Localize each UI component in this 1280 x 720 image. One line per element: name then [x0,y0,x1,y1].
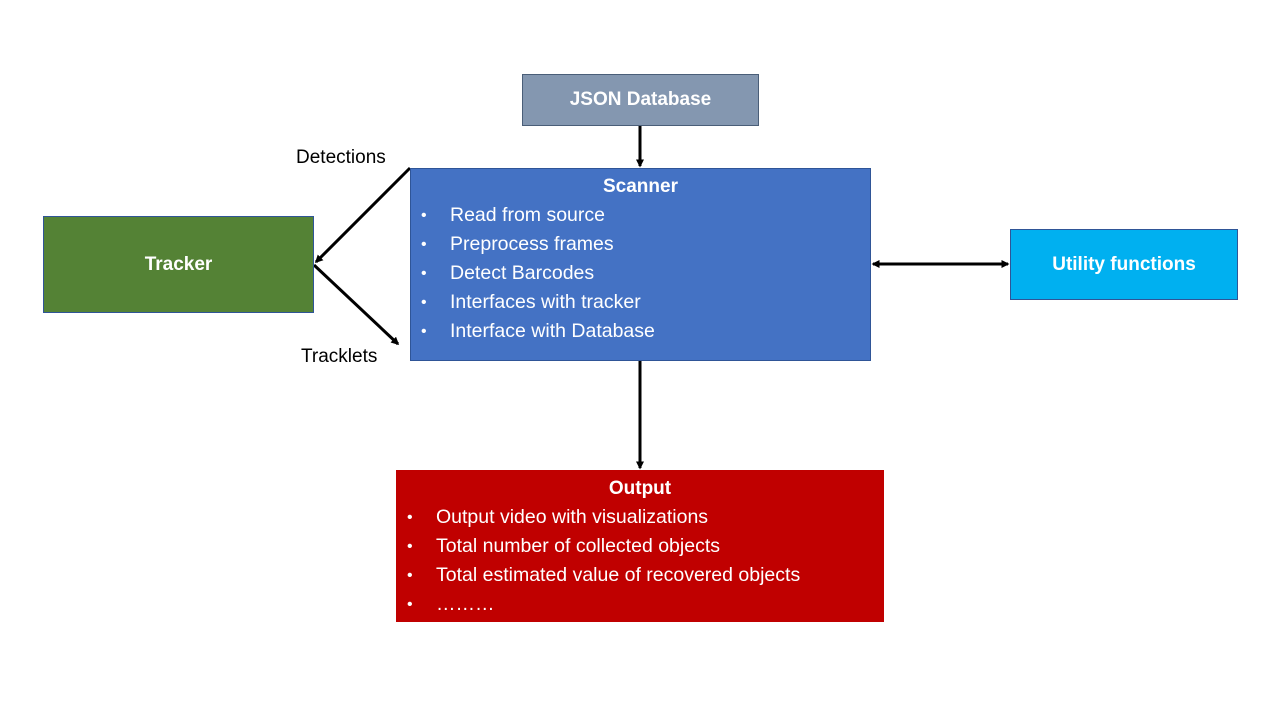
utility-functions-label: Utility functions [1052,253,1196,275]
list-item: •Preprocess frames [421,230,870,259]
bullet-icon: • [421,294,427,311]
list-item: •Total number of collected objects [407,532,883,561]
arrow-detections [314,166,412,264]
list-item: •Read from source [421,201,870,230]
tracklets-edge-label: Tracklets [301,346,378,367]
output-list: •Output video with visualizations •Total… [407,503,883,619]
bullet-icon: • [421,207,427,224]
scanner-title: Scanner [603,176,678,197]
output-title: Output [608,478,672,499]
list-item: •……… [407,590,883,619]
json-database-node: JSON Database [522,74,759,126]
bullet-icon: • [407,538,413,555]
arrow-tracklets [312,263,400,346]
list-item: •Output video with visualizations [407,503,883,532]
output-node: Output •Output video with visualizations… [396,470,884,622]
list-item: •Interfaces with tracker [421,288,870,317]
detections-edge-label: Detections [296,147,386,168]
utility-functions-node: Utility functions [1010,229,1238,300]
list-item: •Interface with Database [421,317,870,346]
bullet-icon: • [407,567,413,584]
bullet-icon: • [407,596,413,613]
list-item: •Detect Barcodes [421,259,870,288]
bullet-icon: • [421,265,427,282]
bullet-icon: • [421,323,427,340]
scanner-list: •Read from source •Preprocess frames •De… [421,201,870,346]
tracker-node: Tracker [43,216,314,313]
list-item: •Total estimated value of recovered obje… [407,561,883,590]
bullet-icon: • [407,509,413,526]
scanner-node: Scanner •Read from source •Preprocess fr… [410,168,871,361]
tracker-label: Tracker [144,253,213,275]
json-database-label: JSON Database [569,89,712,110]
bullet-icon: • [421,236,427,253]
